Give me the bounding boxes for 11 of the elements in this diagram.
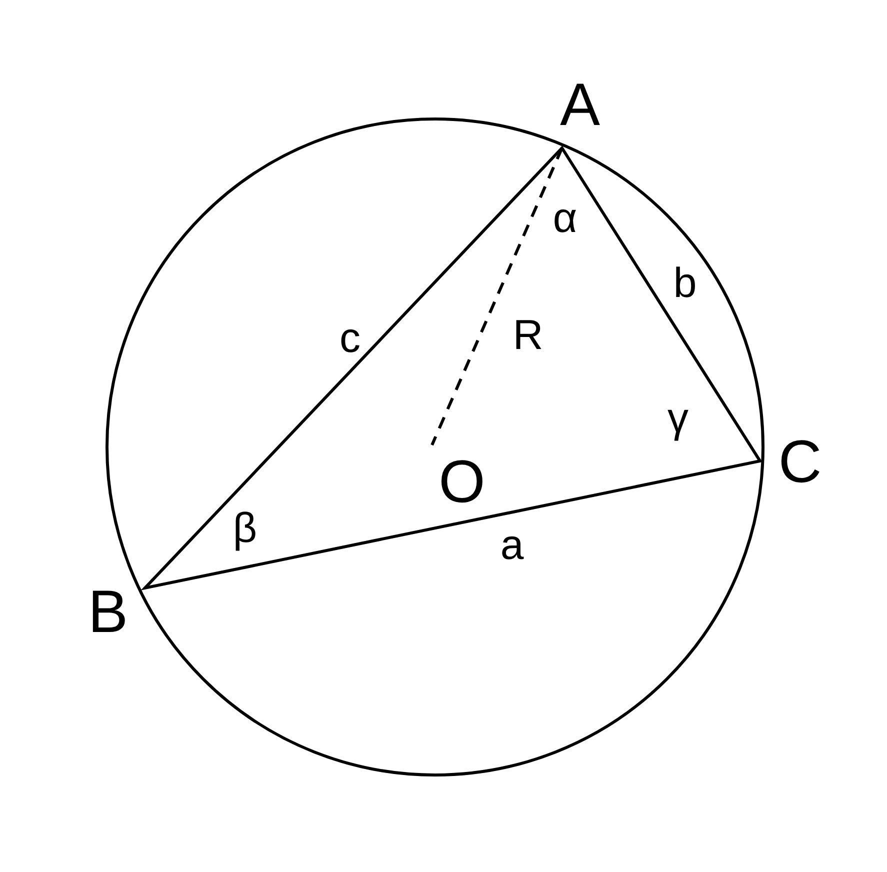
center-label: O	[438, 452, 486, 512]
vertex-label: B	[88, 582, 128, 642]
radius-label: R	[512, 314, 544, 356]
vertex-label: A	[560, 75, 600, 135]
side-label: a	[500, 524, 524, 566]
angle-label: β	[232, 507, 258, 549]
side-label: b	[673, 262, 697, 304]
vertex-label: C	[778, 432, 822, 492]
side-label: c	[340, 317, 360, 359]
angle-label: α	[552, 197, 578, 239]
angle-label: γ	[668, 397, 688, 439]
